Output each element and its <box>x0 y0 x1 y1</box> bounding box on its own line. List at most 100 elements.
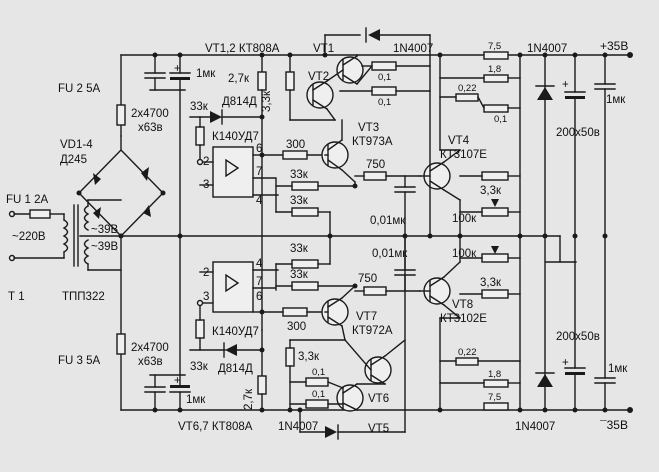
vt3-type-label: КТ973А <box>352 136 393 148</box>
c-out-top-label: 200x50в <box>556 127 600 139</box>
resistor-022-top <box>455 93 479 102</box>
resistor-3k3-bottom <box>285 347 295 367</box>
r-022-bottom-label: 0,22 <box>458 347 477 358</box>
resistor-33k-bias-bottom <box>195 319 205 339</box>
output-diode-bottom <box>537 374 553 387</box>
r-300-bottom-label: 300 <box>287 321 306 333</box>
vt1-label: VT1 <box>313 43 334 55</box>
pin6-bottom: 6 <box>256 291 262 303</box>
cap-plus-top: + <box>174 63 181 75</box>
pot-bottom-label: 100к <box>452 248 477 260</box>
r-18-top-label: 1,8 <box>488 64 501 75</box>
c-plus-top: + <box>562 79 569 91</box>
c-001-top-label: 0,01мк <box>370 215 406 227</box>
r-01a-bottom-label: 0,1 <box>312 367 325 378</box>
vt67-label: VT6,7 КТ808А <box>178 421 253 433</box>
resistor-3k3b-top <box>481 171 509 181</box>
resistor-75-bottom <box>483 402 509 411</box>
fuse-fu3 <box>116 333 126 355</box>
r-33k-bottom-label: 33к <box>190 361 209 373</box>
resistor-01-a-top <box>371 61 397 71</box>
fuse-fu1 <box>29 209 51 219</box>
potentiometer-100k-bottom <box>481 253 509 263</box>
bridge-rectifier <box>76 135 166 335</box>
bridge-name: VD1-4 <box>60 139 93 151</box>
vt12-label: VT1,2 КТ808А <box>205 43 280 55</box>
opamp-top-label: К140УД7 <box>212 131 259 143</box>
output-terminal-pos <box>627 52 633 58</box>
mains-input <box>8 199 122 271</box>
transformer-type: ТПП322 <box>62 291 105 303</box>
resistor-33k-fb1-bottom <box>291 259 319 269</box>
resistor-300-bottom <box>282 307 308 317</box>
pin7-top: 7 <box>256 166 262 178</box>
diode-bottom-label: 1N4007 <box>278 421 318 433</box>
r-33k-a-bottom-label: 33к <box>290 243 309 255</box>
fu3-label: FU 3 5A <box>58 355 101 367</box>
resistor-750-top <box>363 171 387 181</box>
mains-voltage-label: ~220В <box>12 231 46 243</box>
r-01a-top-label: 0,1 <box>378 72 391 83</box>
filter-caps-top <box>144 54 191 237</box>
pot-top-label: 100к <box>452 213 477 225</box>
zener-top <box>210 111 222 123</box>
fu1-label: FU 1 2A <box>6 194 49 206</box>
resistor-18-top <box>483 74 509 83</box>
r-01c-top-label: 0,1 <box>494 114 507 125</box>
vt2-label: VT2 <box>308 71 329 83</box>
r-022-top-label: 0,22 <box>458 83 477 94</box>
r-75-bottom-label: 7,5 <box>488 392 501 403</box>
transformer-secondary-2 <box>83 239 90 265</box>
transformer-primary <box>62 219 69 253</box>
secondary-2-label: ~39В <box>91 241 119 253</box>
c-out-bottom-label: 200x50в <box>556 331 600 343</box>
r-3k3b-bottom-label: 3,3к <box>480 277 502 289</box>
r-01b-bottom-label: 0,1 <box>312 389 325 400</box>
opamp-bottom-label: К140УД7 <box>212 326 259 338</box>
fuse-fu2 <box>116 104 126 126</box>
diode-top-1n4007 <box>368 29 380 41</box>
zener-bottom <box>225 344 237 356</box>
r-2k7-bottom-label: 2,7к <box>243 388 255 410</box>
resistor-01-a-bottom <box>305 377 329 387</box>
fu2-label: FU 2 5A <box>58 83 101 95</box>
diode2-top-label: 1N4007 <box>527 43 567 55</box>
resistor-01-b-top <box>371 86 397 96</box>
pin3-bottom: 3 <box>203 291 209 303</box>
pin3-top: 3 <box>203 179 209 191</box>
bottom-regulator <box>189 235 616 440</box>
pin2-bottom: 2 <box>203 267 209 279</box>
cap-1mk-bot: 1мк <box>186 394 206 406</box>
vt6-label: VT6 <box>368 393 389 405</box>
vt8-label: VT8 <box>452 299 473 311</box>
r-75-top-label: 7,5 <box>488 41 501 52</box>
zener-top-label: Д814Д <box>222 96 257 108</box>
filter-caps-bottom <box>144 235 191 411</box>
resistor-33k-fb1-top <box>291 181 319 191</box>
potentiometer-100k-top <box>481 207 509 217</box>
diode-bottom-1n4007 <box>325 426 337 438</box>
junctions <box>152 52 608 413</box>
vt7-type-label: КТ972А <box>352 325 393 337</box>
filter-cap-top-volt: x63в <box>138 122 163 134</box>
r-750-bottom-label: 750 <box>358 273 377 285</box>
r-18-bottom-label: 1,8 <box>488 369 501 380</box>
rails <box>79 52 633 413</box>
resistor-33k-fb2-top <box>291 207 319 217</box>
r-33k-top-label: 33к <box>190 101 209 113</box>
resistor-75-top <box>483 51 509 60</box>
filter-cap-bot-volt: x63в <box>138 356 163 368</box>
diode-top-label: 1N4007 <box>393 43 433 55</box>
neg-rail-label: ¯35В <box>599 418 628 432</box>
filter-cap-top-value: 2x4700 <box>131 108 169 120</box>
r-33k-a-top-label: 33к <box>290 169 309 181</box>
resistor-2k7-bottom <box>257 375 267 395</box>
vt4-label: VT4 <box>448 135 470 147</box>
vt8-type-label: КТ3102Е <box>440 313 487 325</box>
resistor-18-bottom <box>483 379 509 388</box>
pin2-top: 2 <box>203 156 209 168</box>
resistor-33k-bias-top <box>195 126 205 146</box>
output-diode-top <box>537 87 553 100</box>
pin7-bottom: 7 <box>256 276 262 288</box>
